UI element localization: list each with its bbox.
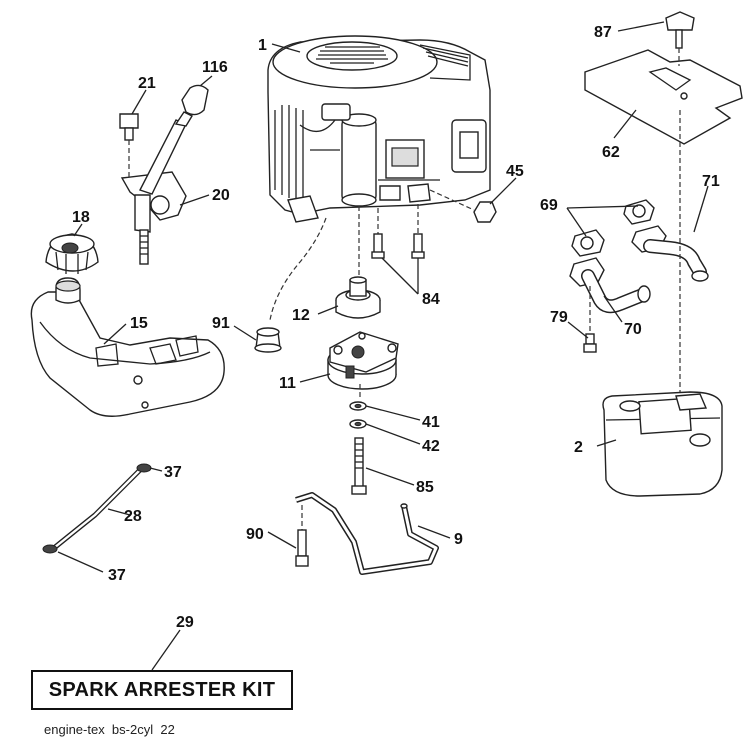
callout-37-bottom: 37 bbox=[108, 567, 126, 584]
callout-1: 1 bbox=[258, 37, 267, 54]
callout-90: 90 bbox=[246, 526, 264, 543]
callout-28: 28 bbox=[124, 508, 142, 525]
callout-69: 69 bbox=[540, 197, 558, 214]
callout-21: 21 bbox=[138, 75, 156, 92]
callout-70: 70 bbox=[624, 321, 642, 338]
fuel-tank bbox=[30, 277, 225, 417]
callout-116: 116 bbox=[202, 59, 228, 76]
callout-79: 79 bbox=[550, 309, 568, 326]
leader-lines bbox=[57, 21, 709, 671]
nut bbox=[429, 189, 497, 223]
callout-labels: 1 2 9 11 12 15 18 20 21 28 29 37 37 41 4… bbox=[72, 24, 720, 631]
grommet bbox=[254, 327, 282, 353]
callout-71: 71 bbox=[702, 173, 720, 190]
muffler bbox=[602, 391, 723, 497]
callout-2: 2 bbox=[574, 439, 583, 456]
washers bbox=[349, 384, 367, 429]
callout-42: 42 bbox=[422, 438, 440, 455]
callout-85: 85 bbox=[416, 479, 434, 496]
pulley bbox=[335, 206, 381, 319]
engine-assembly bbox=[267, 35, 491, 223]
diagram-code: engine-tex bs-2cyl 22 bbox=[44, 722, 175, 737]
exhaust-pipe-71 bbox=[631, 225, 709, 282]
callout-62: 62 bbox=[602, 144, 620, 161]
callout-20: 20 bbox=[212, 187, 230, 204]
callout-45: 45 bbox=[506, 163, 524, 180]
electric-clutch bbox=[327, 331, 399, 390]
callout-91: 91 bbox=[212, 315, 230, 332]
callout-29: 29 bbox=[176, 614, 194, 631]
fuel-cap bbox=[45, 233, 99, 274]
exhaust-pipe-70 bbox=[569, 257, 651, 314]
callout-18: 18 bbox=[72, 209, 90, 226]
heat-shield bbox=[584, 11, 743, 145]
fuel-line bbox=[42, 463, 152, 554]
callout-15: 15 bbox=[130, 315, 148, 332]
callout-87: 87 bbox=[594, 24, 612, 41]
callout-41: 41 bbox=[422, 414, 440, 431]
spark-arrester-kit-label: SPARK ARRESTER KIT bbox=[31, 670, 293, 710]
callout-11: 11 bbox=[279, 375, 296, 392]
engine-mount-bolts bbox=[371, 204, 425, 259]
callout-37-top: 37 bbox=[164, 464, 182, 481]
bracket-rod bbox=[295, 492, 439, 575]
bolt-79 bbox=[583, 286, 597, 353]
throttle-control-assembly bbox=[119, 84, 209, 265]
clutch-bolt bbox=[351, 437, 367, 495]
callout-84: 84 bbox=[422, 291, 440, 308]
callout-12: 12 bbox=[292, 307, 310, 324]
callout-9: 9 bbox=[454, 531, 463, 548]
